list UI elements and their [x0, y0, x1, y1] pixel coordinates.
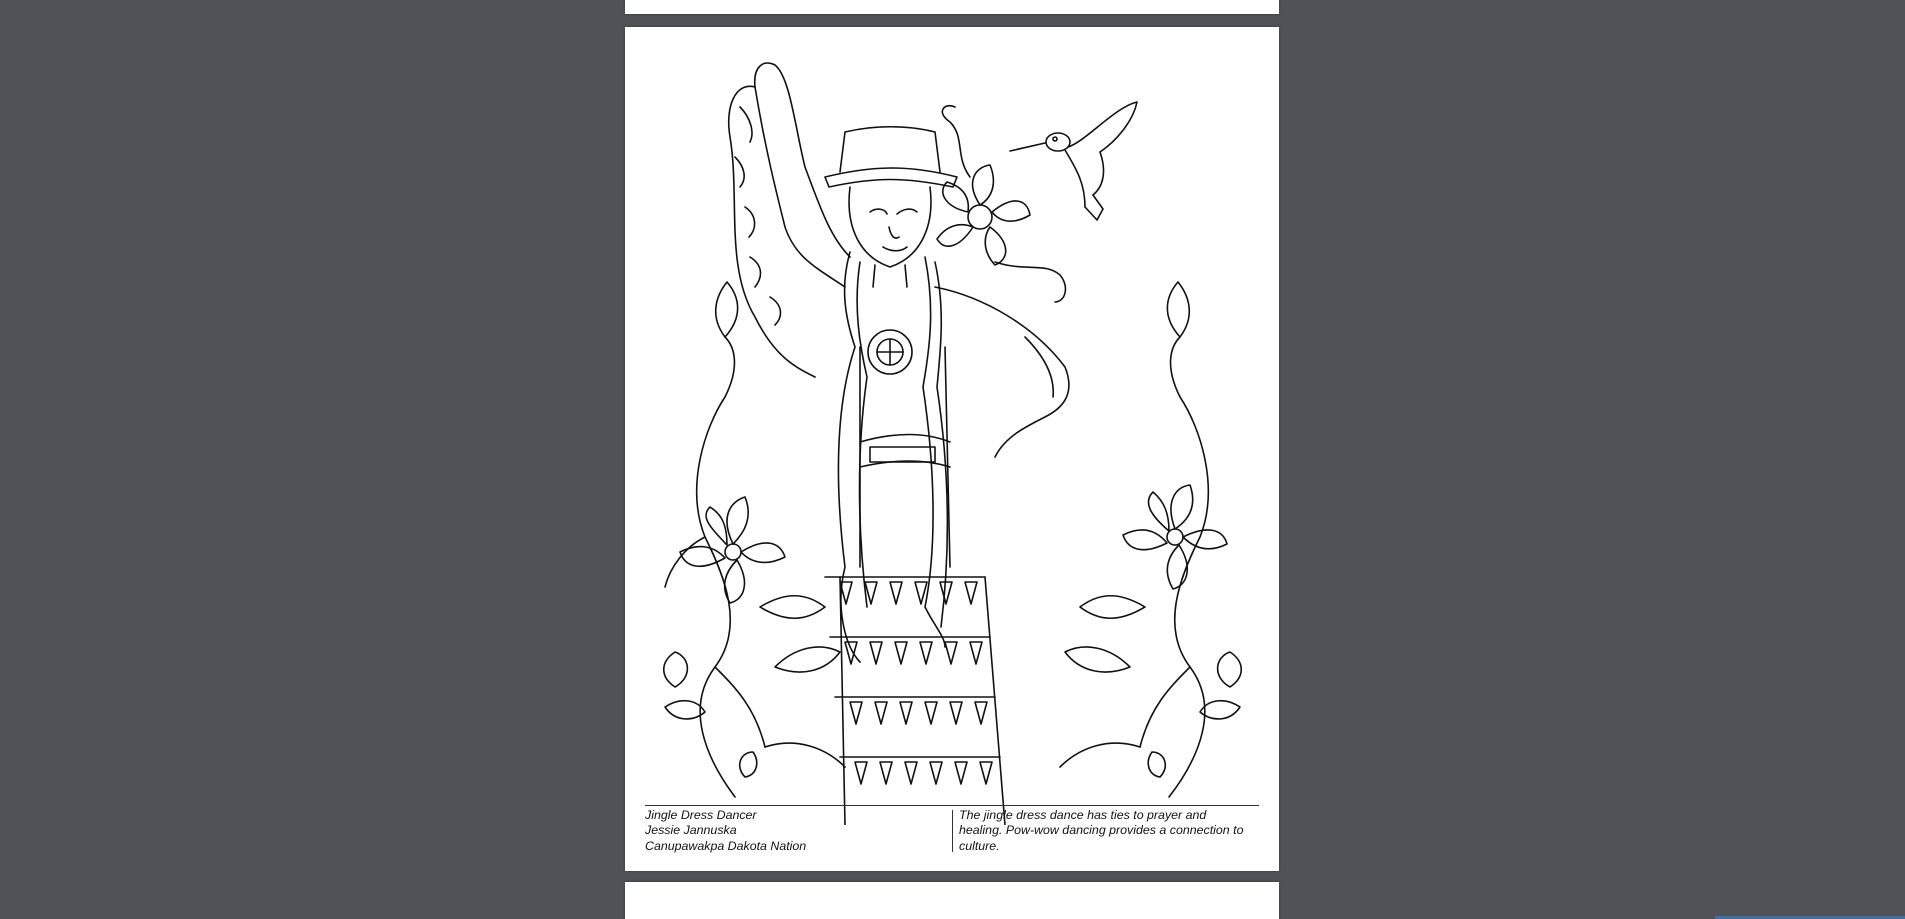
caption-description: The jingle dress dance has ties to praye… [959, 808, 1261, 854]
right-vine-icon [1059, 281, 1243, 798]
caption-rule [645, 805, 1259, 806]
left-vine-icon [662, 281, 846, 798]
caption-credits: Jingle Dress Dancer Jessie Jannuska Canu… [645, 808, 945, 854]
right-flower-icon [1122, 484, 1228, 590]
jingle-cones [839, 581, 993, 785]
description-line: The jingle dress dance has ties to praye… [959, 808, 1207, 822]
description-line: culture. [959, 838, 1000, 853]
left-flower-icon [679, 496, 786, 604]
coloring-illustration [662, 62, 1243, 825]
next-page[interactable] [625, 882, 1279, 919]
caption-divider [952, 810, 953, 852]
current-page[interactable]: Jingle Dress Dancer Jessie Jannuska Canu… [625, 27, 1279, 871]
artist-nation: Canupawakpa Dakota Nation [645, 838, 807, 853]
artist-name: Jessie Jannuska [645, 823, 737, 838]
artwork-title: Jingle Dress Dancer [645, 808, 757, 822]
hummingbird-icon [1009, 101, 1138, 221]
status-strip [1715, 916, 1905, 919]
flower-icon [936, 104, 1067, 303]
previous-page[interactable] [625, 0, 1279, 14]
description-line: healing. Pow-wow dancing provides a conn… [959, 823, 1244, 838]
dancer-illustration [728, 62, 1070, 825]
